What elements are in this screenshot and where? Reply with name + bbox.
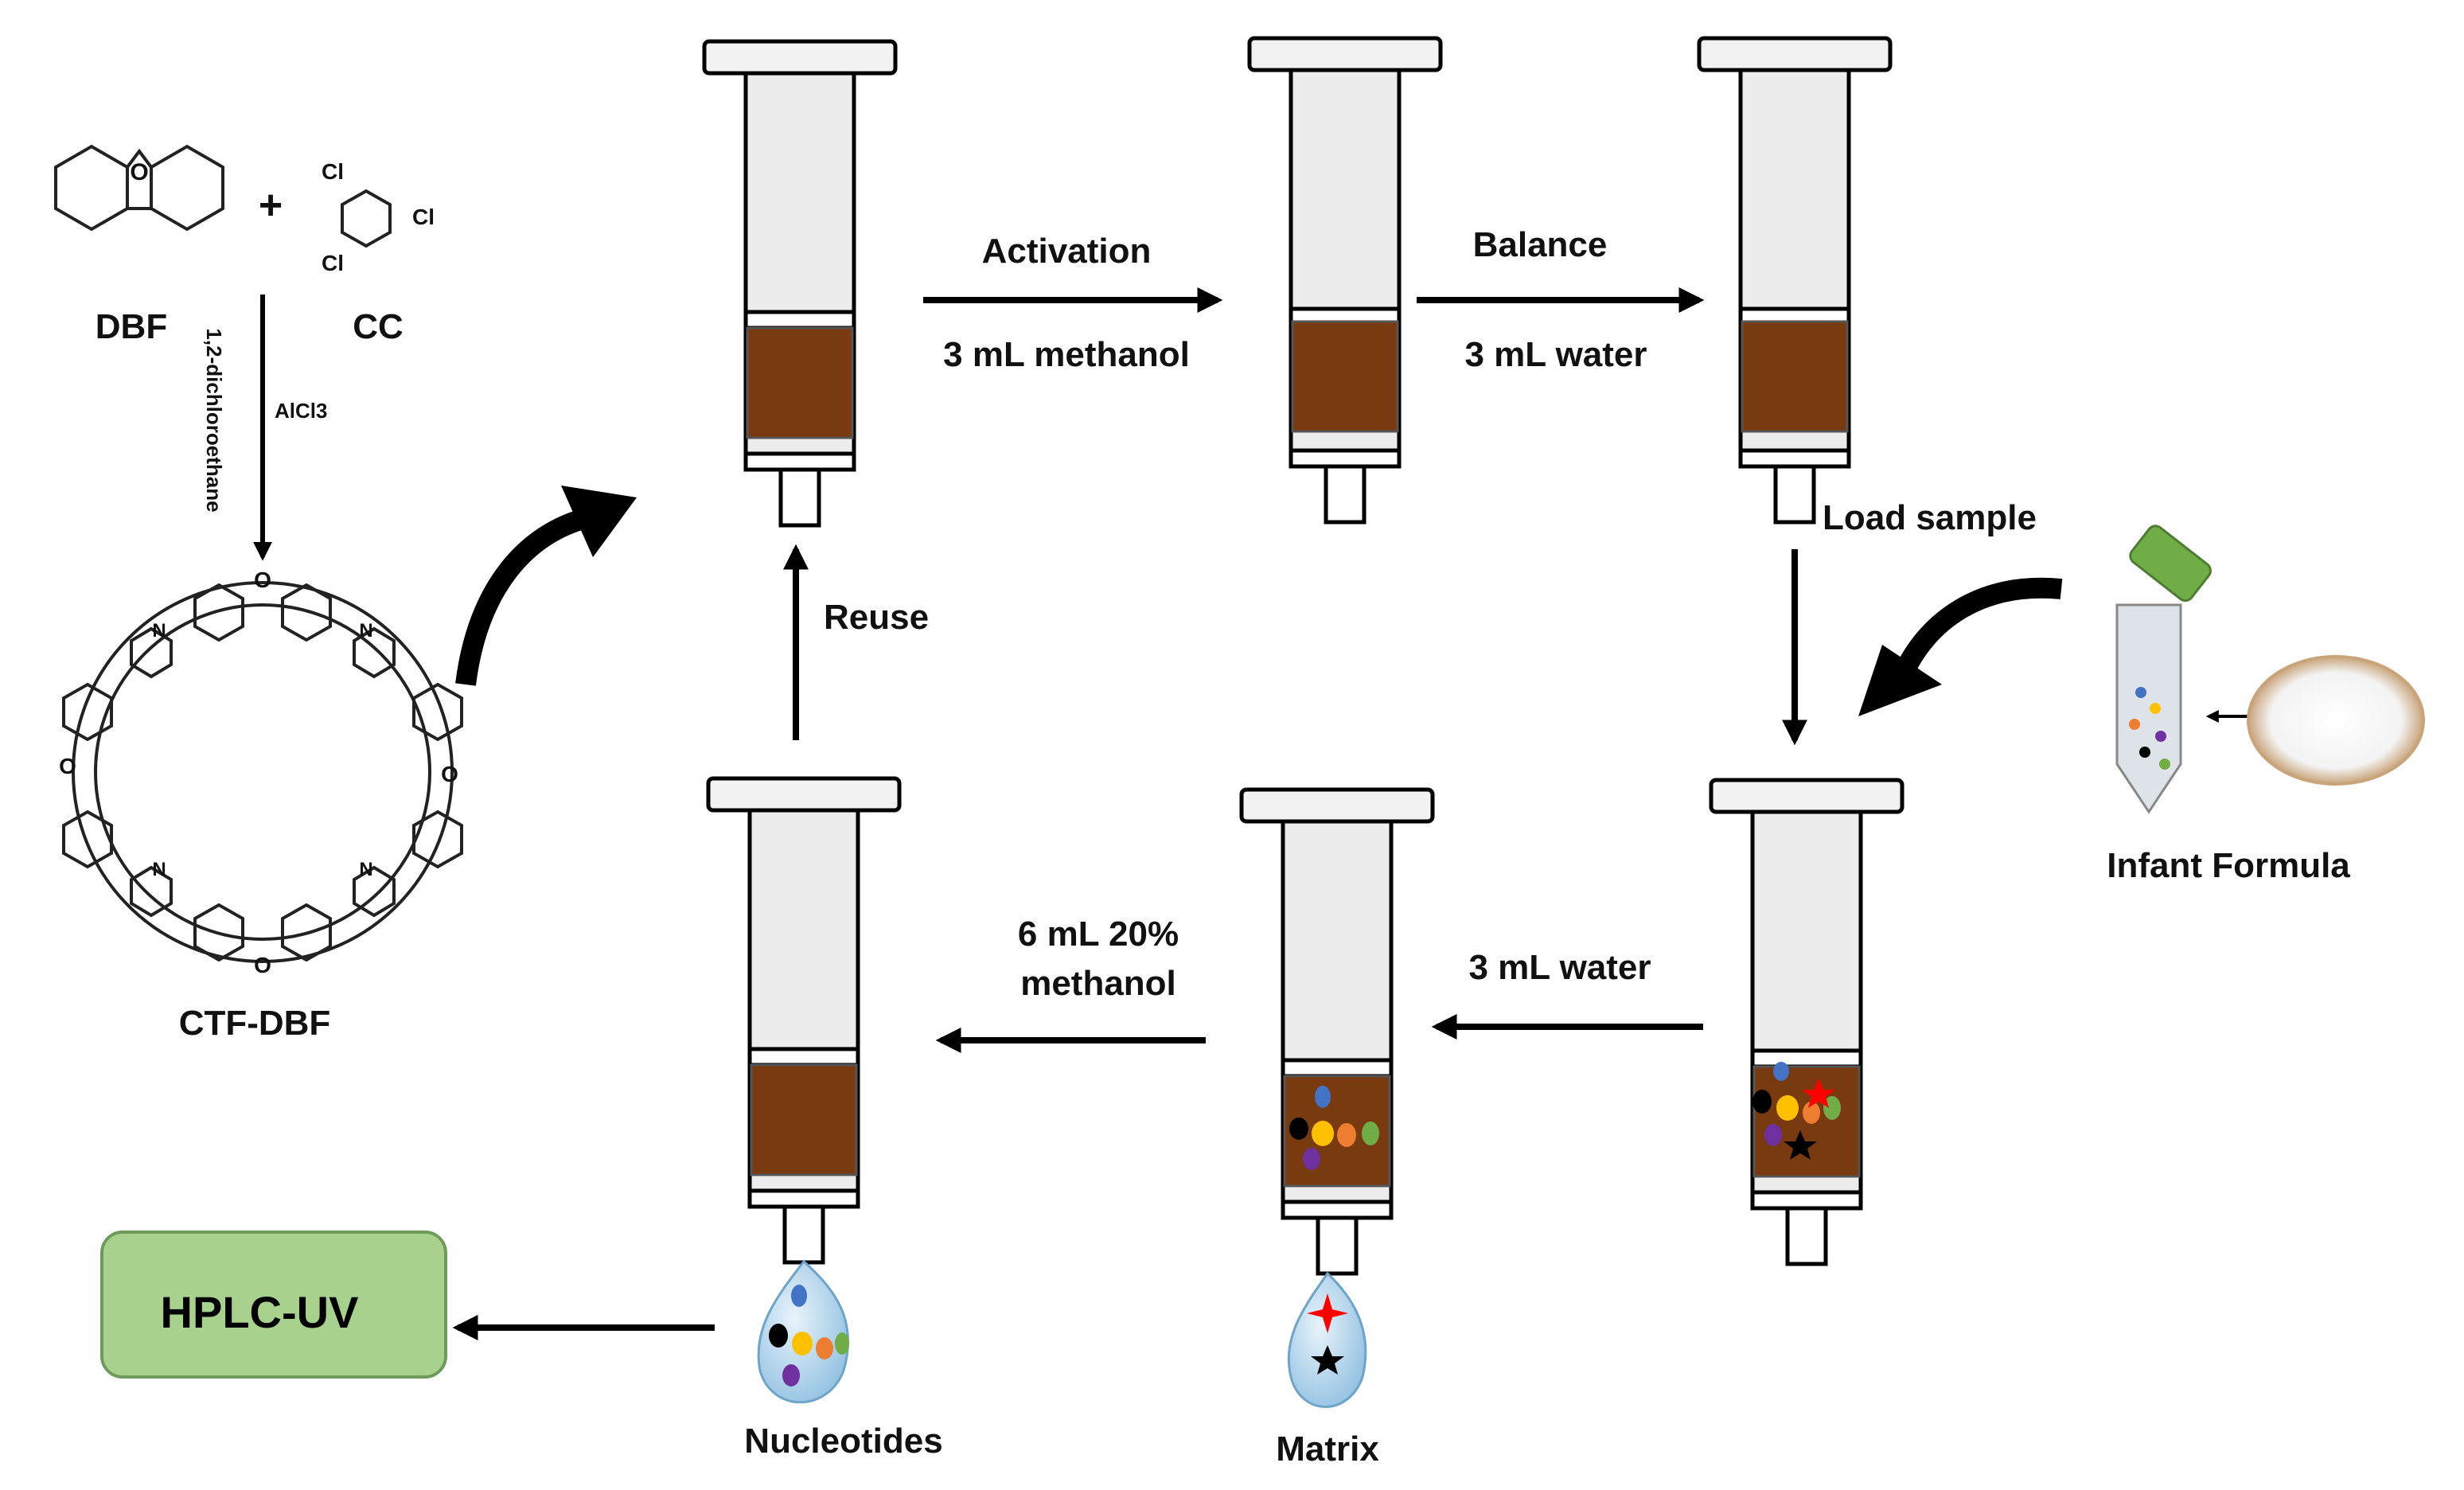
curved-arrow-to-cartridge	[455, 507, 592, 686]
cartridge-6	[1711, 780, 1902, 1264]
ctf-oxygen-top: O	[254, 568, 271, 592]
matrix-droplet	[1287, 1271, 1367, 1408]
activation-volume: 3 mL methanol	[943, 335, 1190, 374]
catalyst-label: AlCl3	[275, 399, 327, 423]
cartridge-2	[1250, 38, 1441, 522]
curved-arrow-head	[561, 486, 637, 557]
nucleotide-dot-purple	[782, 1364, 800, 1387]
matrix-red-star	[1307, 1293, 1348, 1333]
centrifuge-tube	[2115, 603, 2182, 814]
ctf-dbf-label: CTF-DBF	[179, 1004, 331, 1043]
elution-label-line1: 6 mL 20%	[1018, 915, 1179, 954]
cartridge-4	[708, 778, 899, 1262]
plus-sign: +	[259, 182, 283, 228]
ctf-dbf-structure	[62, 581, 463, 963]
ctf-oxygen-left: O	[59, 754, 76, 778]
hplc-uv-box	[100, 1231, 447, 1379]
ctf-nitrogen-4: N	[359, 859, 372, 880]
balance-label: Balance	[1473, 225, 1608, 264]
nucleotide-dot-green	[835, 1332, 849, 1355]
hplc-uv-label: HPLC-UV	[161, 1287, 359, 1337]
cc-structure	[341, 189, 392, 248]
balance-volume: 3 mL water	[1464, 335, 1647, 374]
cc-label: CC	[353, 307, 404, 346]
ctf-oxygen-bottom: O	[254, 953, 271, 977]
formula-powder	[2247, 655, 2425, 786]
matrix-black-star	[1311, 1345, 1344, 1375]
dbf-structure	[54, 144, 224, 232]
ctf-nitrogen-1: N	[152, 620, 166, 642]
cc-chlorine-top: Cl	[322, 159, 344, 184]
activation-label: Activation	[982, 232, 1152, 271]
wash-label: 3 mL water	[1468, 948, 1651, 987]
solvent-label: 1,2-dichloroethane	[202, 328, 226, 512]
ctf-nitrogen-2: N	[359, 620, 372, 642]
ctf-nitrogen-3: N	[152, 859, 166, 880]
cc-chlorine-right: Cl	[412, 205, 435, 229]
tube-cap	[2129, 525, 2212, 603]
ctf-oxygen-right: O	[441, 762, 458, 786]
curved-arrow-from-sample-head	[1858, 645, 1942, 716]
nucleotide-dot-yellow	[792, 1332, 813, 1355]
dbf-label: DBF	[96, 307, 167, 346]
cartridge-1	[704, 41, 895, 525]
curved-arrow-from-sample	[1893, 577, 2063, 681]
cartridge-5	[1242, 790, 1433, 1274]
nucleotide-dot-black	[769, 1324, 788, 1348]
load-sample-label: Load sample	[1823, 498, 2037, 537]
nucleotide-dot-blue	[791, 1285, 807, 1307]
cartridge-3	[1699, 38, 1890, 522]
matrix-label: Matrix	[1276, 1430, 1379, 1469]
infant-formula-label: Infant Formula	[2107, 846, 2350, 885]
nucleotide-dot-orange	[816, 1337, 833, 1359]
cc-chlorine-bottom: Cl	[322, 251, 344, 275]
nucleotides-label: Nucleotides	[744, 1422, 942, 1461]
reuse-label: Reuse	[824, 598, 929, 637]
elution-label-line2: methanol	[1020, 964, 1176, 1003]
dbf-oxygen-atom: O	[130, 159, 148, 185]
